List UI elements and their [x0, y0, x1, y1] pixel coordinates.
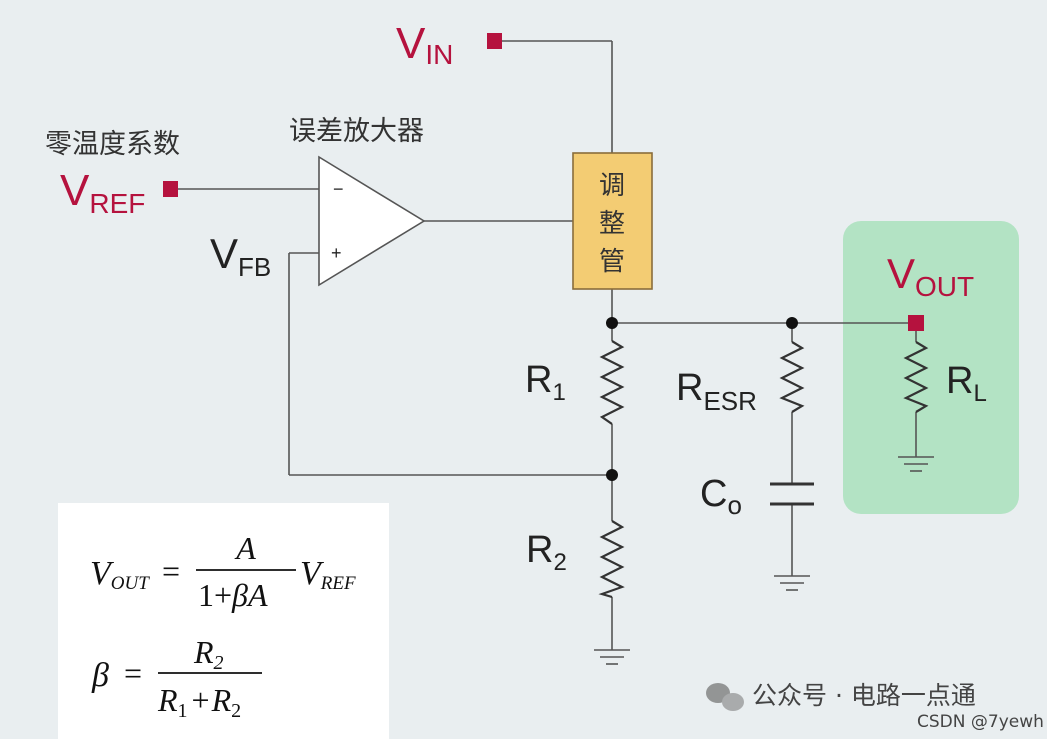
- svg-text:=: =: [162, 553, 180, 589]
- pass-device-box: [572, 152, 653, 290]
- formula-vout: VOUT = A 1+βA VREF: [90, 530, 356, 613]
- formula-panel: [58, 503, 389, 739]
- vin-terminal: [487, 33, 502, 49]
- junction-dot: [786, 317, 798, 329]
- resistor-r1-symbol: [599, 340, 625, 425]
- error-amp-label: 误差放大器: [289, 116, 424, 147]
- load-highlight-box: [843, 221, 1019, 514]
- svg-text:R1+R2: R1+R2: [157, 682, 241, 722]
- pass-device-char-3: 管: [599, 247, 625, 277]
- rl-label: RL: [946, 360, 987, 407]
- pass-device-char-2: 整: [599, 209, 625, 239]
- svg-text:1+βA: 1+βA: [198, 577, 268, 613]
- resistor-r2-symbol: [598, 520, 625, 599]
- resistor-resr-symbol: [779, 341, 805, 413]
- svg-text:=: =: [124, 655, 142, 691]
- vfb-label: VFB: [210, 230, 271, 282]
- resistor-rl-symbol: [903, 341, 929, 413]
- r1-label: R1: [525, 359, 566, 406]
- zero-tc-label: 零温度系数: [45, 129, 180, 160]
- pass-device-char-1: 调: [599, 171, 625, 201]
- svg-text:R2: R2: [193, 634, 224, 674]
- junction-dot: [606, 317, 618, 329]
- vref-label: VREF: [60, 166, 145, 219]
- formula-beta: β = R2 R1+R2: [91, 634, 262, 722]
- svg-text:A: A: [234, 530, 256, 566]
- resr-label: RESR: [676, 367, 757, 416]
- vout-terminal: [908, 315, 924, 331]
- opamp-minus-sign: −: [333, 179, 344, 199]
- vin-label: VIN: [396, 19, 453, 70]
- error-amplifier-symbol: [318, 155, 426, 287]
- opamp-plus-sign: +: [331, 243, 342, 263]
- svg-text:β: β: [91, 657, 109, 694]
- co-label: Co: [700, 473, 742, 520]
- watermark-credit: CSDN @7yewh: [917, 712, 1044, 732]
- junction-dot: [606, 469, 618, 481]
- ground-symbol-co: [774, 575, 810, 591]
- vref-terminal: [163, 181, 178, 197]
- vout-label: VOUT: [887, 250, 974, 302]
- ground-symbol-r2: [594, 649, 630, 665]
- r2-label: R2: [526, 529, 567, 576]
- wires: [178, 40, 917, 650]
- wechat-icon: [706, 683, 744, 711]
- watermark-brand: 公众号 · 电路一点通: [752, 681, 976, 710]
- ground-symbol-rl: [898, 456, 934, 472]
